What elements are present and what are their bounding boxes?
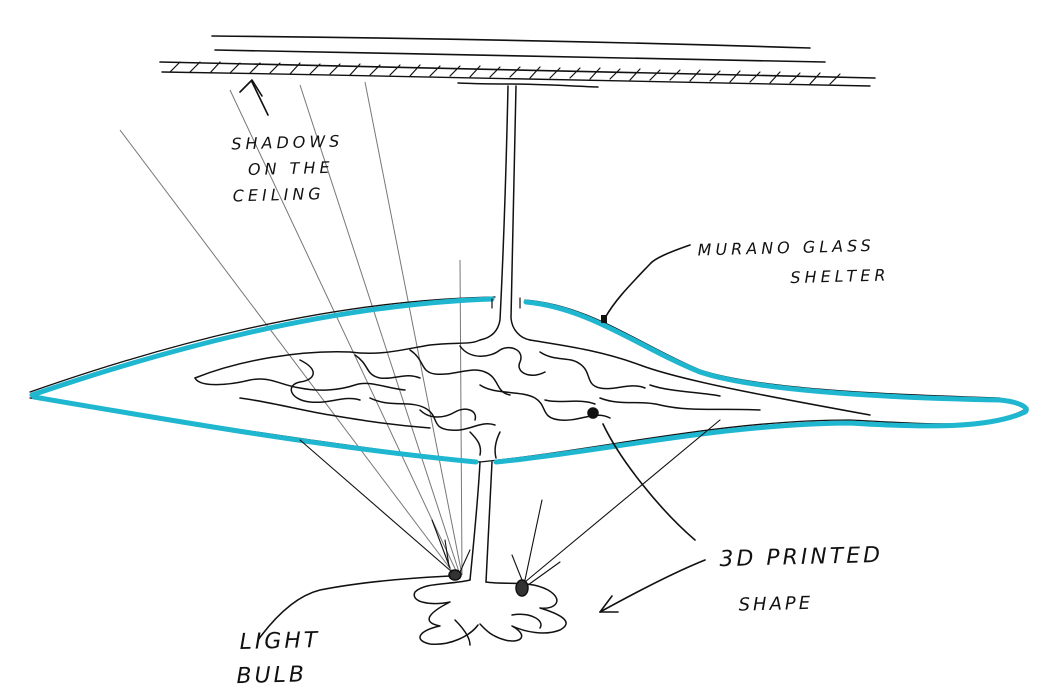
label-line: on the <box>247 157 334 180</box>
ceiling <box>159 35 876 87</box>
printed-shape-inner <box>194 339 871 459</box>
label-3d-printed-shape: 3D Printed Shape <box>719 533 885 629</box>
label-line: Shadows <box>231 131 344 154</box>
label-line: shelter <box>790 265 890 288</box>
label-shadows-on-ceiling: Shadows on the ceiling <box>231 129 345 210</box>
label-line: Bulb <box>236 662 308 690</box>
bulb-rays <box>299 419 721 586</box>
label-line: Shape <box>738 592 814 616</box>
label-line: 3D Printed <box>719 542 884 573</box>
label-light-bulb: Light Bulb <box>236 624 322 694</box>
suspension-rod <box>457 82 599 341</box>
annotation-leaders <box>239 79 706 641</box>
light-rays <box>119 81 463 576</box>
murano-glass-shelter <box>29 296 1029 465</box>
label-murano-glass-shelter: Murano glass shelter <box>697 231 890 296</box>
label-line: ceiling <box>232 184 325 206</box>
bottom-printed-shape <box>413 461 567 646</box>
label-line: Light <box>239 627 321 656</box>
